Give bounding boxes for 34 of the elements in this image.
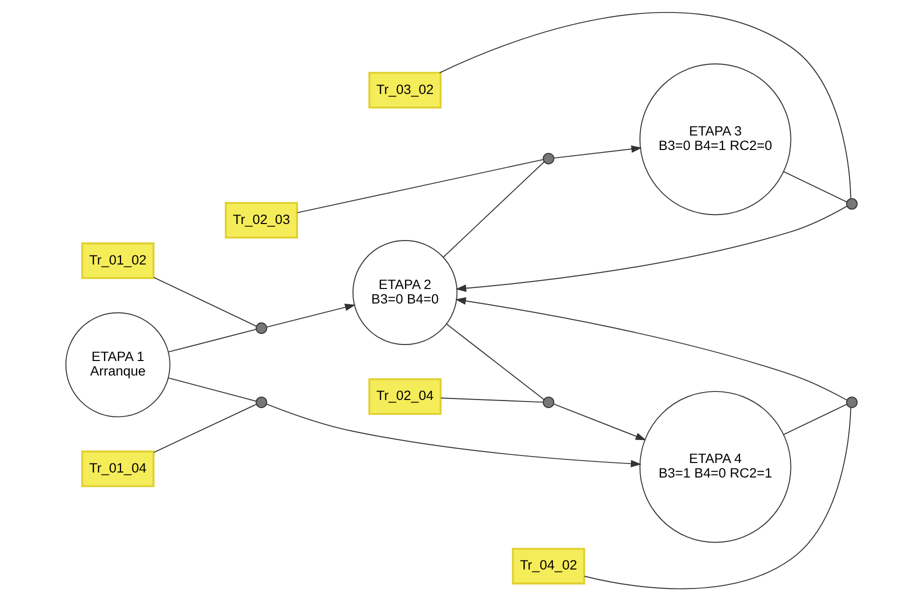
arrow xyxy=(266,304,356,328)
node-box: Tr_02_03 xyxy=(224,202,298,239)
node-circle xyxy=(542,396,554,408)
connector xyxy=(583,407,851,590)
connector xyxy=(167,377,256,402)
connector xyxy=(438,12,851,200)
node-circle: ETAPA 2 B3=0 B4=0 xyxy=(352,240,457,346)
connector xyxy=(167,328,256,352)
node-circle: ETAPA 4 B3=1 B4=0 RC2=1 xyxy=(638,390,791,543)
node-box: Tr_02_04 xyxy=(368,378,442,415)
node-box: Tr_04_02 xyxy=(511,548,585,584)
node-circle xyxy=(255,396,267,408)
node-circle xyxy=(542,152,554,164)
node-circle xyxy=(846,198,858,210)
connector xyxy=(152,404,256,453)
node-box: Tr_01_02 xyxy=(80,242,154,280)
node-box: Tr_01_04 xyxy=(80,450,154,488)
connector xyxy=(446,324,544,400)
arrow xyxy=(552,145,642,159)
arrow xyxy=(552,404,646,440)
node-circle: ETAPA 3 B3=0 B4=1 RC2=0 xyxy=(638,63,791,216)
node-circle xyxy=(255,322,267,334)
connector xyxy=(440,398,544,403)
connector xyxy=(782,404,847,436)
connector xyxy=(152,276,256,327)
node-circle xyxy=(846,396,858,408)
connector xyxy=(442,161,544,258)
arrow xyxy=(266,404,641,468)
connector xyxy=(782,171,847,202)
arrow xyxy=(455,206,847,292)
arrow xyxy=(454,297,847,401)
node-circle: ETAPA 1 Arranque xyxy=(64,312,170,418)
connector xyxy=(296,159,544,214)
node-box: Tr_03_02 xyxy=(368,72,442,108)
